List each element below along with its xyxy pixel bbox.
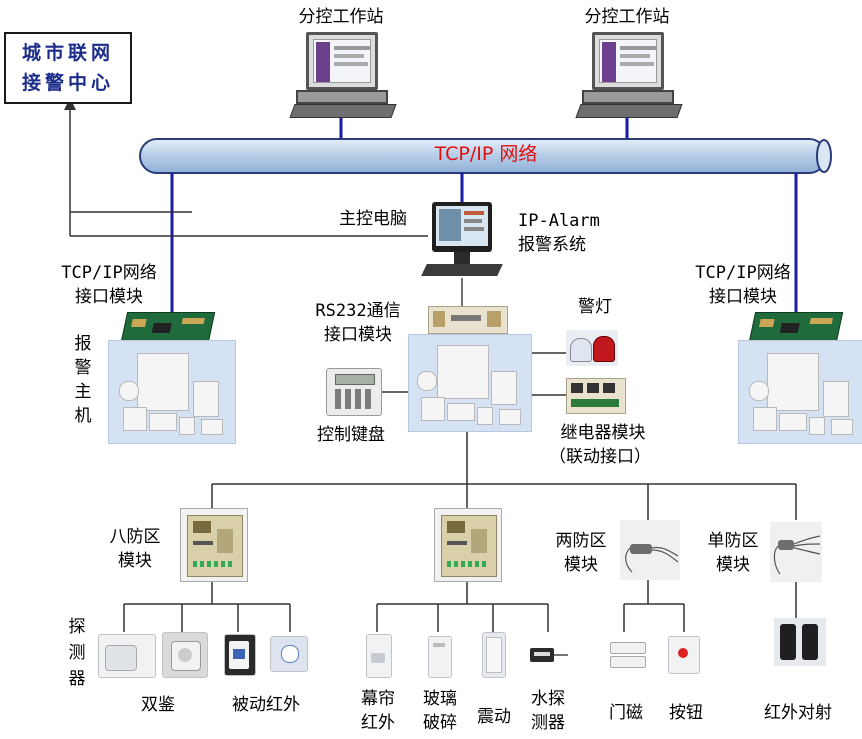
water-detector-icon [530, 644, 568, 668]
glass-line2: 破碎 [423, 713, 457, 733]
alarm-host-char: 报 [74, 334, 92, 354]
door-magnet-icon [608, 640, 648, 670]
alarm-host-label: 报 警 主 机 [70, 332, 96, 428]
workstation-right-label: 分控工作站 [584, 7, 670, 27]
eight-zone-line2: 模块 [118, 551, 152, 571]
eight-zone-module-center-icon [434, 508, 502, 582]
city-alarm-center-box: 城市联网 接警中心 [4, 32, 132, 104]
vibration-detector-icon [482, 632, 506, 678]
main-pc-icon [421, 200, 503, 280]
alarm-panel-right-photo [738, 340, 862, 444]
control-keypad-label: 控制键盘 [317, 425, 385, 445]
ir-beam-label: 红外对射 [764, 703, 832, 723]
single-zone-line2: 模块 [716, 555, 750, 575]
detector-label: 探 测 器 [64, 614, 90, 692]
relay-module-line2: （联动接口） [549, 447, 651, 467]
detector-char: 器 [68, 669, 86, 689]
workstation-left-label: 分控工作站 [298, 7, 384, 27]
curtain-line2: 红外 [361, 713, 395, 733]
passive-ir-detector-2-icon [270, 636, 308, 672]
rs232-module-icon [428, 306, 508, 334]
glass-break-icon [428, 636, 452, 678]
eight-zone-module-left-icon [180, 508, 248, 582]
tcpip-board-right-icon [748, 312, 844, 342]
main-pc-label: 主控电脑 [339, 209, 407, 229]
alarm-panel-center-photo [408, 334, 532, 432]
detector-char: 探 [68, 617, 86, 637]
passive-ir-label: 被动红外 [232, 695, 300, 715]
water-line2: 测器 [531, 713, 565, 733]
ir-beam-icon [774, 618, 826, 666]
network-label: TCP/IP 网络 [434, 143, 538, 165]
warning-light-label: 警灯 [578, 297, 612, 317]
tcpip-module-right-line1: TCP/IP网络 [695, 263, 791, 283]
two-zone-line1: 两防区 [555, 531, 607, 551]
water-line1: 水探 [531, 689, 565, 709]
dual-detector-2-icon [162, 632, 208, 678]
curtain-line1: 幕帘 [361, 689, 395, 709]
alarm-host-char: 机 [74, 406, 92, 426]
two-zone-module-icon [620, 520, 680, 580]
tcpip-module-right-line2: 接口模块 [709, 287, 777, 307]
tcpip-board-left-icon [120, 312, 216, 342]
relay-module-line1: 继电器模块 [560, 423, 646, 443]
alarm-host-char: 主 [74, 382, 92, 402]
tcpip-module-left-line1: TCP/IP网络 [61, 263, 157, 283]
warning-light-icon [566, 330, 618, 366]
door-magnet-label: 门磁 [609, 703, 643, 723]
button-label: 按钮 [669, 703, 703, 723]
tcpip-module-left-line2: 接口模块 [75, 287, 143, 307]
ip-alarm-line1: IP-Alarm [518, 211, 600, 231]
relay-module-icon [566, 378, 626, 414]
city-center-line1: 城市联网 [21, 42, 114, 64]
ip-alarm-line2: 报警系统 [518, 235, 586, 255]
single-zone-module-icon [770, 522, 822, 582]
alarm-host-char: 警 [74, 358, 92, 378]
vibration-label: 震动 [477, 707, 511, 727]
glass-line1: 玻璃 [423, 689, 457, 709]
dual-detector-icon [98, 634, 156, 678]
city-center-line2: 接警中心 [21, 72, 114, 94]
single-zone-line1: 单防区 [707, 531, 759, 551]
rs232-line2: 接口模块 [324, 325, 392, 345]
two-zone-line2: 模块 [564, 555, 598, 575]
tcpip-network-pipe [139, 138, 832, 174]
passive-ir-detector-icon [224, 634, 256, 676]
control-keypad-icon [326, 368, 382, 416]
rs232-line1: RS232通信 [315, 301, 401, 321]
dual-label: 双鉴 [141, 695, 175, 715]
curtain-ir-icon [366, 634, 392, 678]
panic-button-icon [668, 636, 700, 674]
alarm-panel-left-photo [108, 340, 236, 444]
eight-zone-line1: 八防区 [109, 527, 161, 547]
detector-char: 测 [68, 643, 86, 663]
